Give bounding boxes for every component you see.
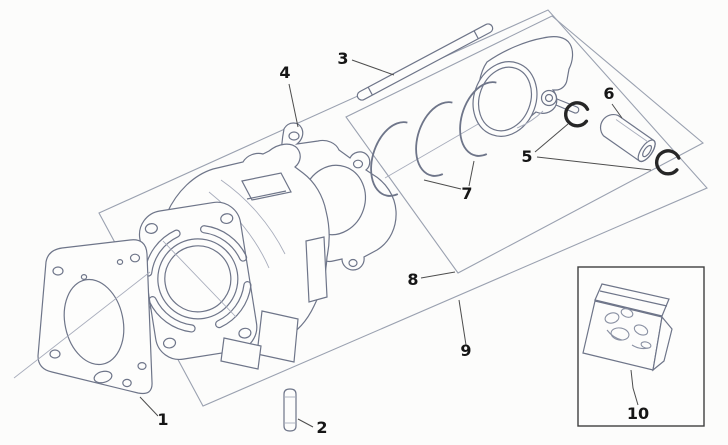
leader-line-part-5 <box>534 123 569 153</box>
leader-line-part-7 <box>423 179 462 190</box>
part-label-3: 3 <box>337 49 348 68</box>
part-2-stud <box>283 388 297 432</box>
leader-line-part-4 <box>288 83 299 128</box>
part-label-2: 2 <box>316 418 327 437</box>
part-5-circlips <box>564 101 681 176</box>
part-label-5: 5 <box>521 147 532 166</box>
leader-line-part-2 <box>297 418 314 428</box>
leader-line-part-10 <box>630 369 639 406</box>
cylinder-top-boss <box>241 172 292 201</box>
leader-line-part-7 <box>468 160 475 187</box>
part-label-6: 6 <box>603 84 614 103</box>
part-10-gasket-kit <box>577 266 705 427</box>
cylinder-side-boss <box>305 236 328 303</box>
callout-labels-layer: 1 2 3 4 5 6 7 8 9 10 <box>139 49 652 437</box>
part-label-8: 8 <box>407 270 418 289</box>
stud-hole <box>162 337 177 349</box>
part-label-7: 7 <box>461 184 472 203</box>
bore-center-line <box>162 240 237 318</box>
leader-line-part-5 <box>536 156 652 171</box>
piston <box>472 36 580 137</box>
cylinder-front-flange <box>138 201 258 361</box>
piston-crown <box>472 61 538 137</box>
part-label-9: 9 <box>460 341 471 360</box>
leader-line-part-6 <box>611 103 623 119</box>
stud-hole <box>144 223 158 234</box>
part-3-stud-rod <box>356 23 494 101</box>
cylinder-bore <box>164 245 232 313</box>
leader-line-part-9 <box>458 299 467 346</box>
part-label-4: 4 <box>279 63 290 82</box>
kit-bag <box>582 283 673 372</box>
stud-hole <box>238 327 252 339</box>
pin-bore <box>642 144 653 158</box>
part-1-base-gasket <box>37 239 153 395</box>
leader-line-part-1 <box>139 396 159 417</box>
part-6-piston-pin <box>599 114 656 163</box>
kit-bag-gaskets <box>604 308 652 350</box>
part-label-1: 1 <box>157 410 168 429</box>
part-7-piston-rings <box>370 81 497 197</box>
pin-boss-hole <box>540 89 558 107</box>
group-box-8-outline <box>345 15 704 274</box>
leader-line-part-8 <box>420 271 456 279</box>
assembly-axis-line <box>13 271 151 379</box>
stud-hole <box>220 213 234 225</box>
leader-line-part-3 <box>351 59 395 76</box>
pin-stub <box>555 98 580 114</box>
part-label-10: 10 <box>627 404 649 423</box>
circlip-icon <box>564 101 590 128</box>
circlip-icon <box>654 149 681 176</box>
cylinder-exhaust-port <box>220 310 299 370</box>
